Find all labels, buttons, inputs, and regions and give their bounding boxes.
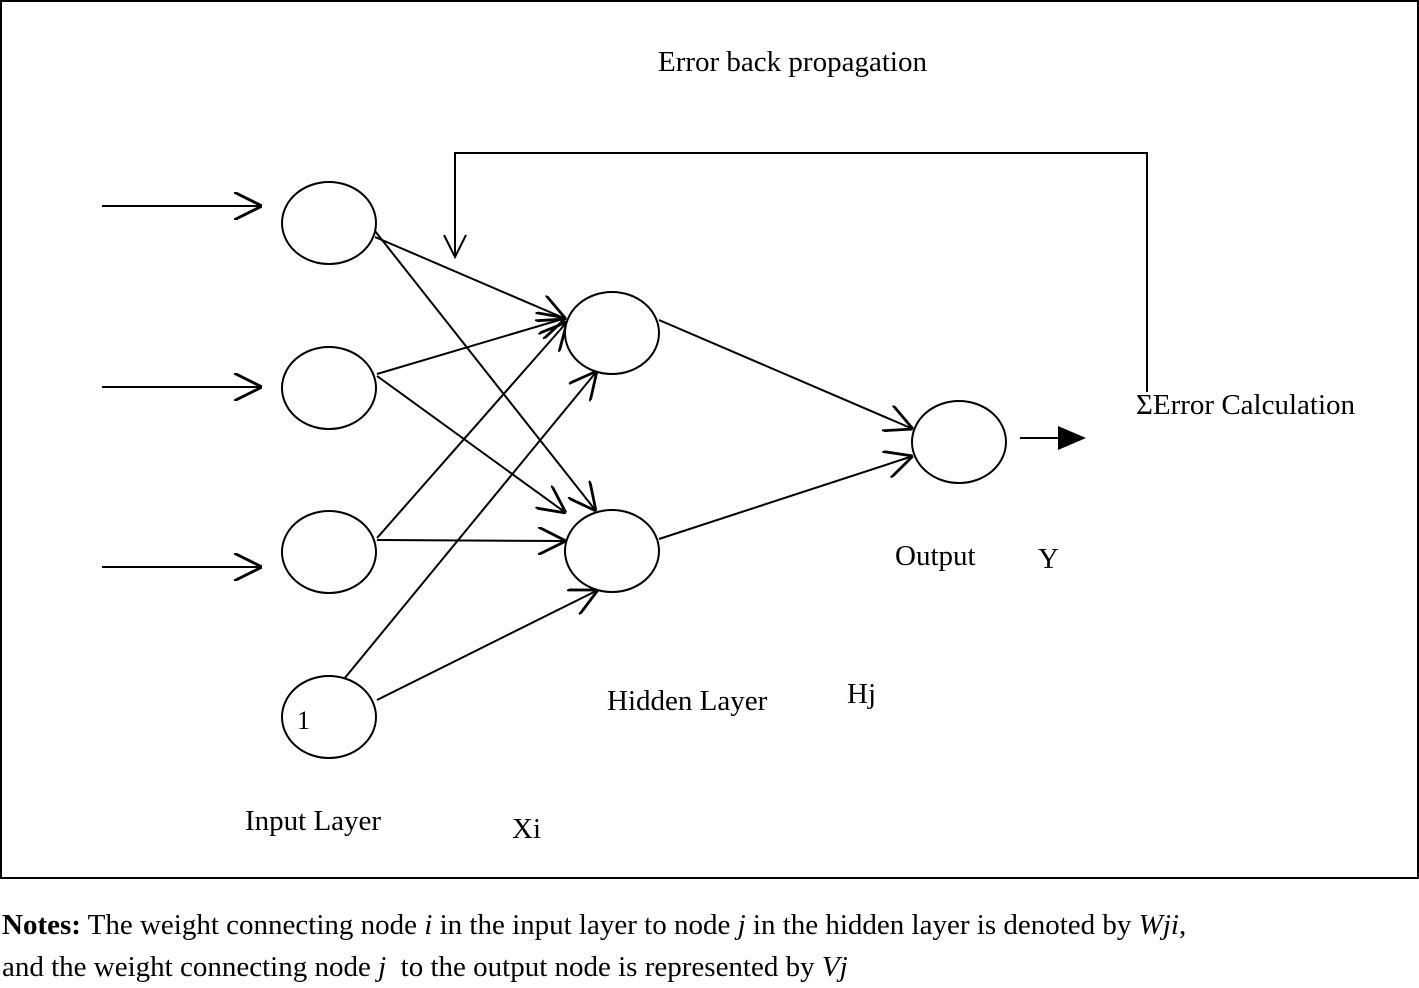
input-layer-label: Input Layer [245,805,381,837]
input-var: Xi [512,813,541,845]
hidden-node-1 [564,291,660,375]
diagram-title: Error back propagation [658,46,927,78]
notes-text: in the hidden layer is denoted by [745,909,1139,941]
connection-hidden2-output [658,456,913,540]
connection-input2-hidden1 [376,318,566,375]
backpropagation-diagram: Error back propagation 1 ΣError Calculat… [0,0,1419,879]
notes-heading: Notes: [2,909,81,941]
output-arrow-head [1058,426,1086,450]
output-node [911,400,1007,484]
notes-var-j: j [737,909,746,941]
notes-var-wji: Wji [1138,909,1179,941]
connection-hidden1-output [658,319,913,429]
connection-input3-hidden1 [376,322,567,539]
bias-label: 1 [297,706,310,735]
feedback-arrow-head [443,234,467,260]
hidden-layer-label: Hidden Layer [607,685,768,717]
notes-var-vj: Vj [821,951,848,983]
connection-input2-hidden2 [376,375,566,513]
figure-notes: Notes: The weight connecting node i in t… [2,904,1412,988]
connection-bias-hidden2 [376,590,598,701]
notes-text: , [1178,909,1187,941]
connection-input1-hidden1 [374,236,566,319]
diagram-frame [0,0,1419,879]
input-node-2 [281,346,377,430]
notes-text: The weight connecting node [80,909,425,941]
bias-node [281,675,377,759]
connection-input1-hidden2 [374,230,596,511]
input-node-1 [281,181,377,265]
connection-input3-hidden2 [376,540,566,541]
error-feedback-path [454,152,1148,392]
notes-var-j: j [378,951,387,983]
notes-text: and the weight connecting node [2,951,379,983]
notes-text: to the output node is represented by [386,951,822,983]
hidden-var: Hj [847,678,876,710]
output-var: Y [1038,543,1059,575]
output-label: Output [895,540,976,572]
connection-bias-hidden1 [343,371,597,680]
hidden-node-2 [564,509,660,593]
input-node-3 [281,510,377,594]
notes-text: in the input layer to node [432,909,738,941]
notes-var-i: i [424,909,433,941]
error-calculation-label: ΣError Calculation [1136,389,1356,421]
